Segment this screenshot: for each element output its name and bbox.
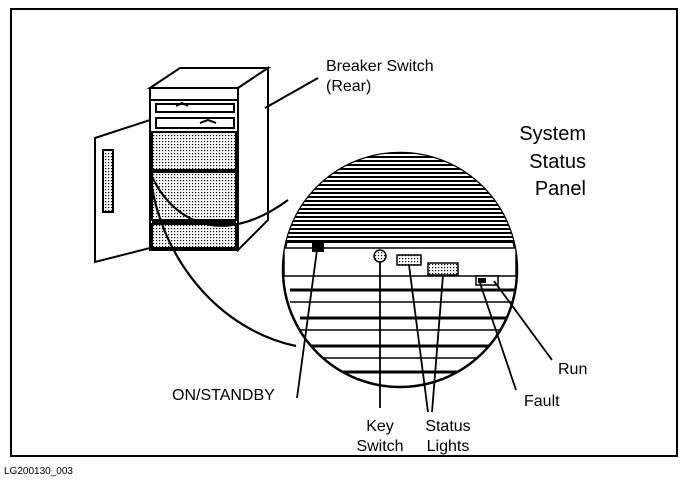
panel-title-line3: Panel [534, 178, 586, 200]
run-leader [493, 280, 553, 361]
magnified-panel [281, 151, 519, 389]
panel-title-line1: System [519, 123, 586, 145]
cabinet-door [94, 118, 151, 264]
status-lights-label-line2: Lights [426, 438, 470, 455]
status-light-2 [427, 262, 459, 276]
panel-title-line2: Status [529, 151, 586, 173]
breaker-switch-label: Breaker Switch [326, 58, 434, 75]
run-label: Run [558, 361, 588, 378]
on-standby-label: ON/STANDBY [172, 387, 275, 404]
status-light-1 [396, 254, 422, 266]
status-lights-label-line1: Status [425, 418, 471, 435]
on-standby-leader [296, 249, 318, 399]
key-switch-label-line2: Switch [356, 438, 404, 455]
run-fault-indicator [475, 275, 499, 286]
key-switch-label-line1: Key [366, 418, 394, 435]
cabinet-dotted-panel [151, 131, 237, 171]
magnifier-connector-bottom [148, 173, 297, 348]
fault-leader [479, 282, 517, 391]
fault-label: Fault [524, 393, 560, 410]
cabinet [146, 66, 272, 253]
status-light-1-leader [408, 264, 429, 413]
breaker-switch-sublabel: (Rear) [326, 78, 372, 95]
on-standby-switch [312, 242, 324, 252]
key-switch [373, 249, 387, 263]
breaker-leader [264, 77, 319, 109]
diagram-frame [10, 8, 678, 457]
status-light-2-leader [431, 274, 444, 413]
magnifier-connector-top [148, 171, 289, 227]
figure-id: LG200130_003 [4, 466, 73, 477]
